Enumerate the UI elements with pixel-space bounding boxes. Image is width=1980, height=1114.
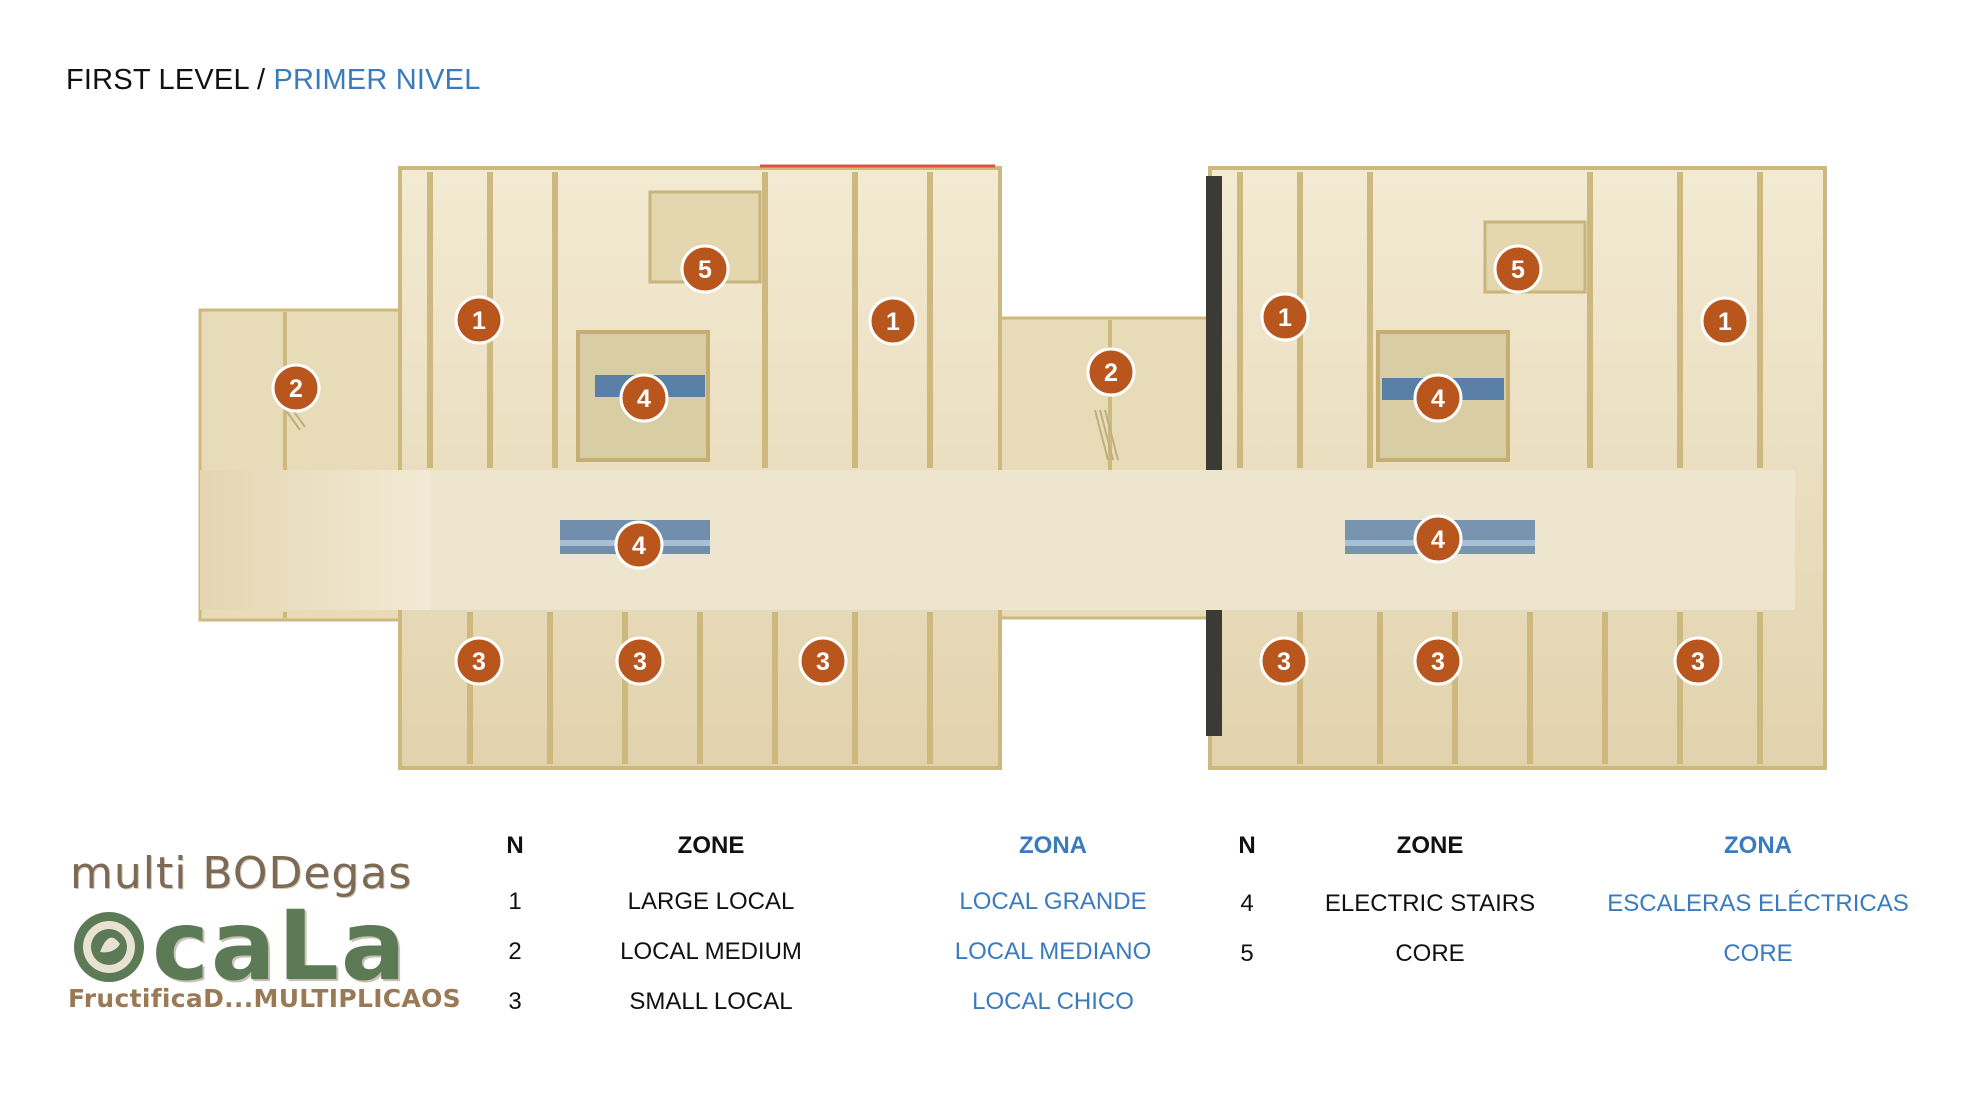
title-separator: / [248, 64, 274, 96]
marker-label: 3 [633, 648, 647, 676]
top-stores-right [1237, 172, 1763, 468]
legend-left-zone: LARGE LOCAL [627, 888, 795, 915]
marker-3 [454, 636, 504, 686]
legend-right-zona: ESCALERAS ELÉCTRICAS [1607, 890, 1909, 917]
legend-left-zone: LOCAL MEDIUM [620, 938, 802, 965]
logo-emblem-icon [74, 912, 144, 982]
marker-5 [1493, 244, 1543, 294]
legend-left-zona: LOCAL CHICO [972, 988, 1134, 1015]
marker-label: 3 [816, 648, 830, 676]
logo-line-2: caLa [152, 890, 408, 1002]
legend-left-zone: SMALL LOCAL [629, 988, 793, 1015]
marker-2 [1086, 347, 1136, 397]
legend-right-zone: ELECTRIC STAIRS [1324, 890, 1536, 917]
marker-4 [614, 520, 664, 570]
legend-left-header-zone: ZONE [677, 832, 745, 859]
legend-left-header-zona: ZONA [1019, 832, 1087, 859]
logo-line-1: multi BODegas [70, 848, 413, 899]
marker-label: 2 [1104, 359, 1118, 387]
marker-3 [1259, 636, 1309, 686]
marker-label: 1 [472, 307, 486, 335]
legend-left-n: 1 [508, 888, 522, 915]
marker-3 [798, 636, 848, 686]
legend-left-header-n: N [506, 832, 524, 859]
legend-left-zona: LOCAL MEDIANO [954, 938, 1152, 965]
marker-3 [615, 636, 665, 686]
marker-1 [1260, 292, 1310, 342]
title-es: PRIMER NIVEL [273, 64, 481, 96]
legend-right-n: 5 [1240, 940, 1254, 967]
marker-4 [1413, 514, 1463, 564]
marker-3 [1413, 636, 1463, 686]
legend-left-n: 2 [508, 938, 522, 965]
marker-label: 3 [1277, 648, 1291, 676]
marker-1 [1700, 296, 1750, 346]
multi-bodegas-ocala-logo: multi BODegas caLa FructificaD...MULTIPL… [66, 848, 461, 1018]
marker-label: 3 [1691, 648, 1705, 676]
marker-label: 1 [1278, 304, 1292, 332]
marker-1 [868, 296, 918, 346]
marker-label: 1 [1718, 308, 1732, 336]
legend-right-zona: CORE [1723, 940, 1793, 967]
top-stores-left [427, 172, 933, 468]
marker-label: 4 [637, 385, 651, 413]
marker-label: 1 [886, 308, 900, 336]
legend-right-zone: CORE [1395, 940, 1465, 967]
title-en: FIRST LEVEL [66, 64, 249, 96]
marker-label: 5 [698, 256, 712, 284]
floor-plan: 1 1 1 1 2 2 3 3 3 3 3 3 4 4 4 4 5 5 [198, 164, 1827, 770]
marker-4 [619, 373, 669, 423]
legend-right-header-zone: ZONE [1396, 832, 1464, 859]
zone-marker-labels: 1 1 1 1 2 2 3 3 3 3 3 3 4 4 4 4 5 5 [289, 256, 1732, 676]
logo-line-3: FructificaD...MULTIPLICAOS [68, 984, 461, 1013]
marker-label: 4 [1431, 526, 1445, 554]
marker-label: 4 [632, 532, 646, 560]
marker-label: 3 [472, 648, 486, 676]
legend-left-zona: LOCAL GRANDE [959, 888, 1147, 915]
marker-label: 3 [1431, 648, 1445, 676]
marker-label: 5 [1511, 256, 1525, 284]
marker-4 [1413, 373, 1463, 423]
legend-right-header-n: N [1238, 832, 1256, 859]
marker-5 [680, 244, 730, 294]
marker-1 [454, 295, 504, 345]
marker-2 [271, 363, 321, 413]
legend-right-header-zona: ZONA [1724, 832, 1792, 859]
legend-left-n: 3 [508, 988, 522, 1015]
marker-3 [1673, 636, 1723, 686]
main-corridor [200, 470, 1795, 610]
marker-label: 4 [1431, 385, 1445, 413]
zone-markers [271, 244, 1750, 686]
marker-label: 2 [289, 375, 303, 403]
right-dark-edge [1206, 176, 1222, 736]
legend-right-n: 4 [1240, 890, 1254, 917]
bottom-stores [467, 612, 1763, 764]
page-title: FIRST LEVEL / PRIMER NIVEL [66, 64, 481, 97]
